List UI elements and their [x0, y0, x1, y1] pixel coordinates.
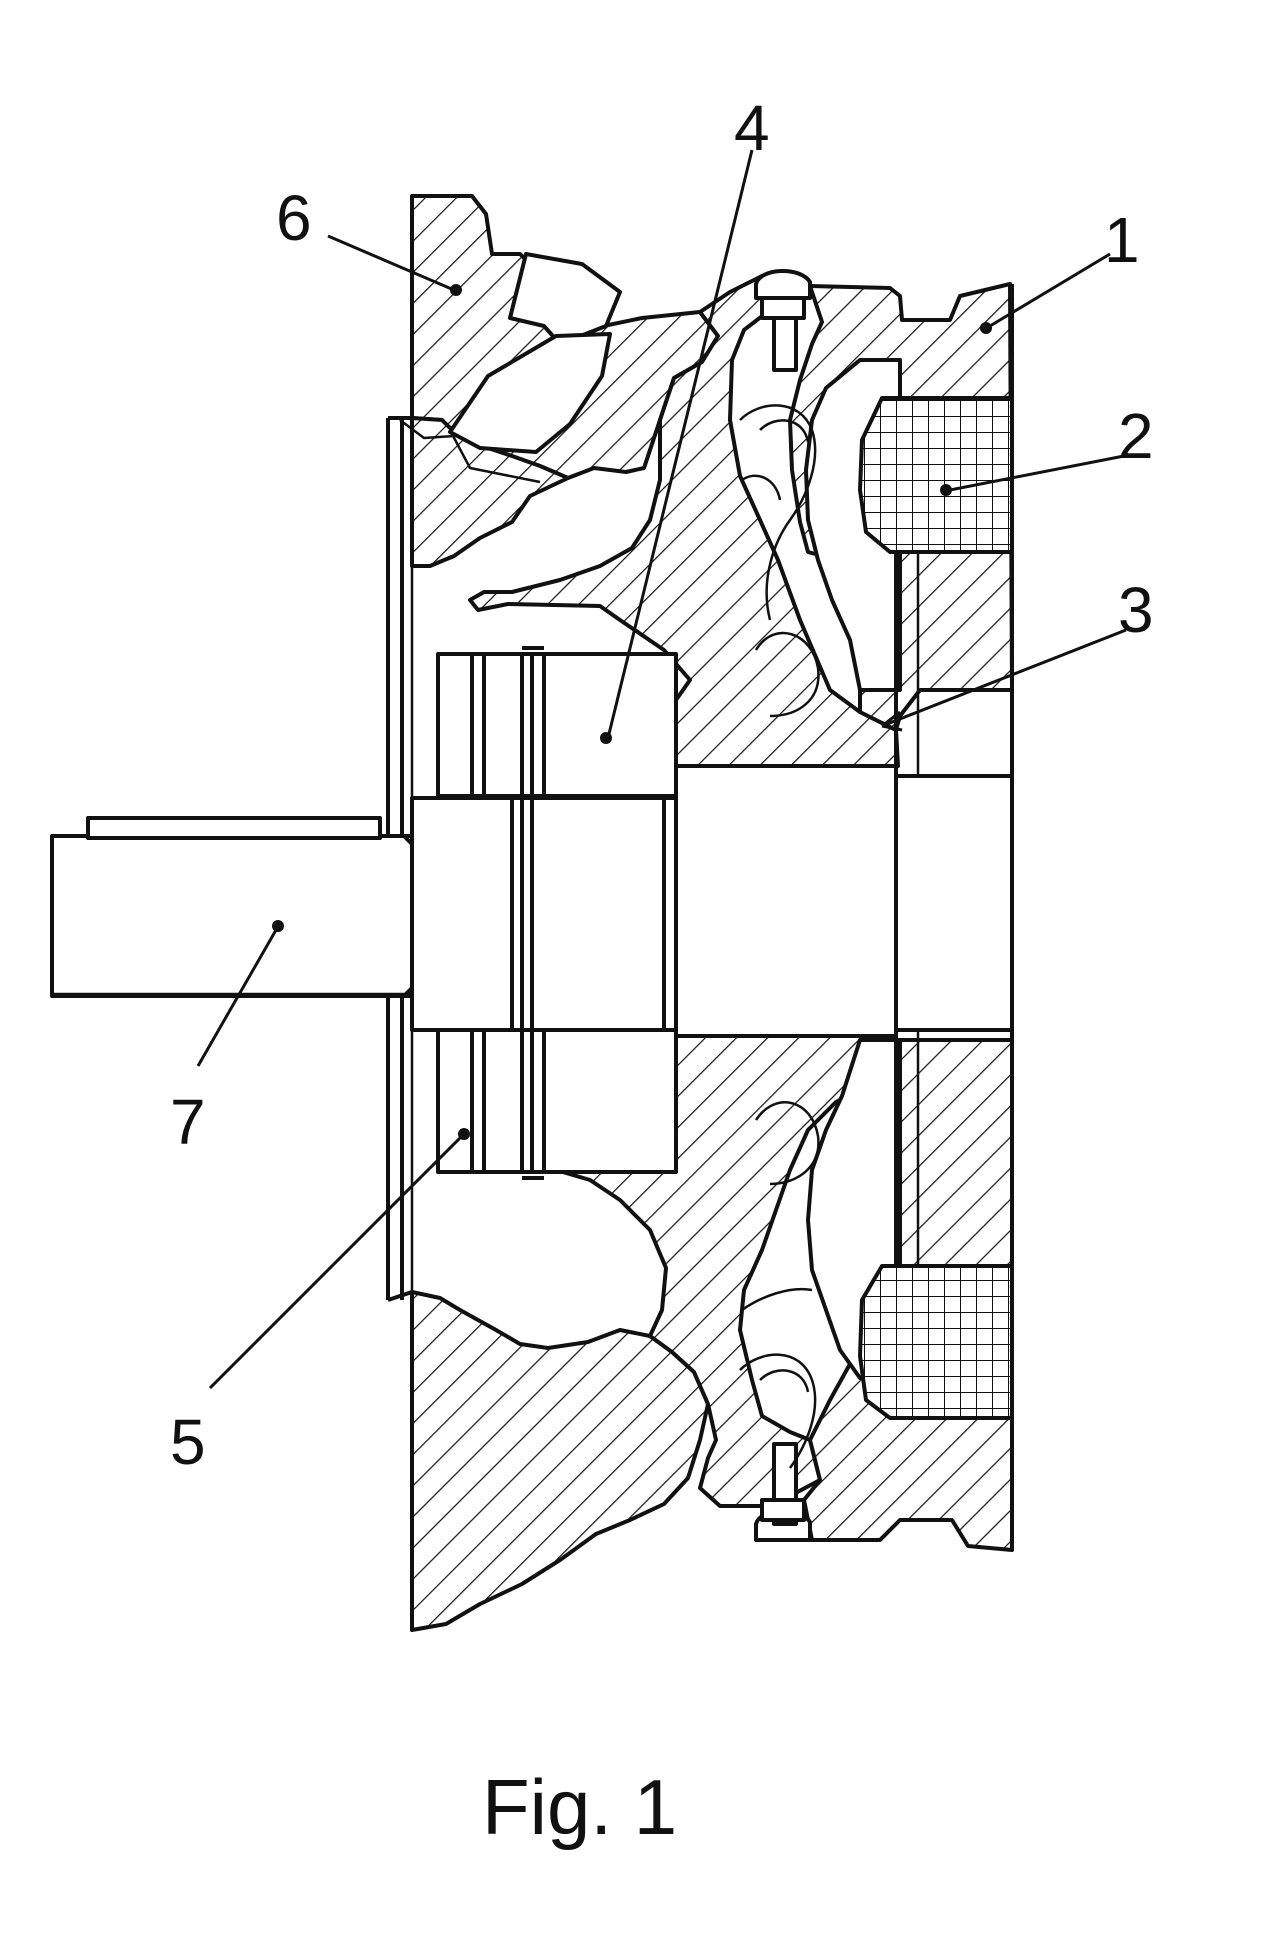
angled-insert	[399, 252, 622, 484]
label-4: 4	[734, 92, 770, 164]
figure-caption: Fig. 1	[482, 1763, 677, 1851]
shaft	[50, 764, 1014, 1038]
coil-winding	[858, 396, 1014, 1420]
label-3: 3	[1118, 574, 1154, 646]
label-2: 2	[1118, 400, 1154, 472]
vane-bottom	[739, 1101, 820, 1469]
screw-bottom	[754, 1442, 812, 1542]
bearing-upper	[436, 646, 678, 798]
label-6: 6	[276, 182, 312, 254]
vane-top	[739, 404, 820, 718]
reference-labels: 1 2 3 4 5 6 7	[170, 92, 1154, 1478]
screw-top	[754, 268, 812, 372]
leader-lines	[196, 149, 1127, 1390]
label-7: 7	[170, 1086, 206, 1158]
label-5: 5	[170, 1406, 206, 1478]
label-1: 1	[1104, 204, 1140, 276]
bearing-lower	[436, 1028, 678, 1180]
